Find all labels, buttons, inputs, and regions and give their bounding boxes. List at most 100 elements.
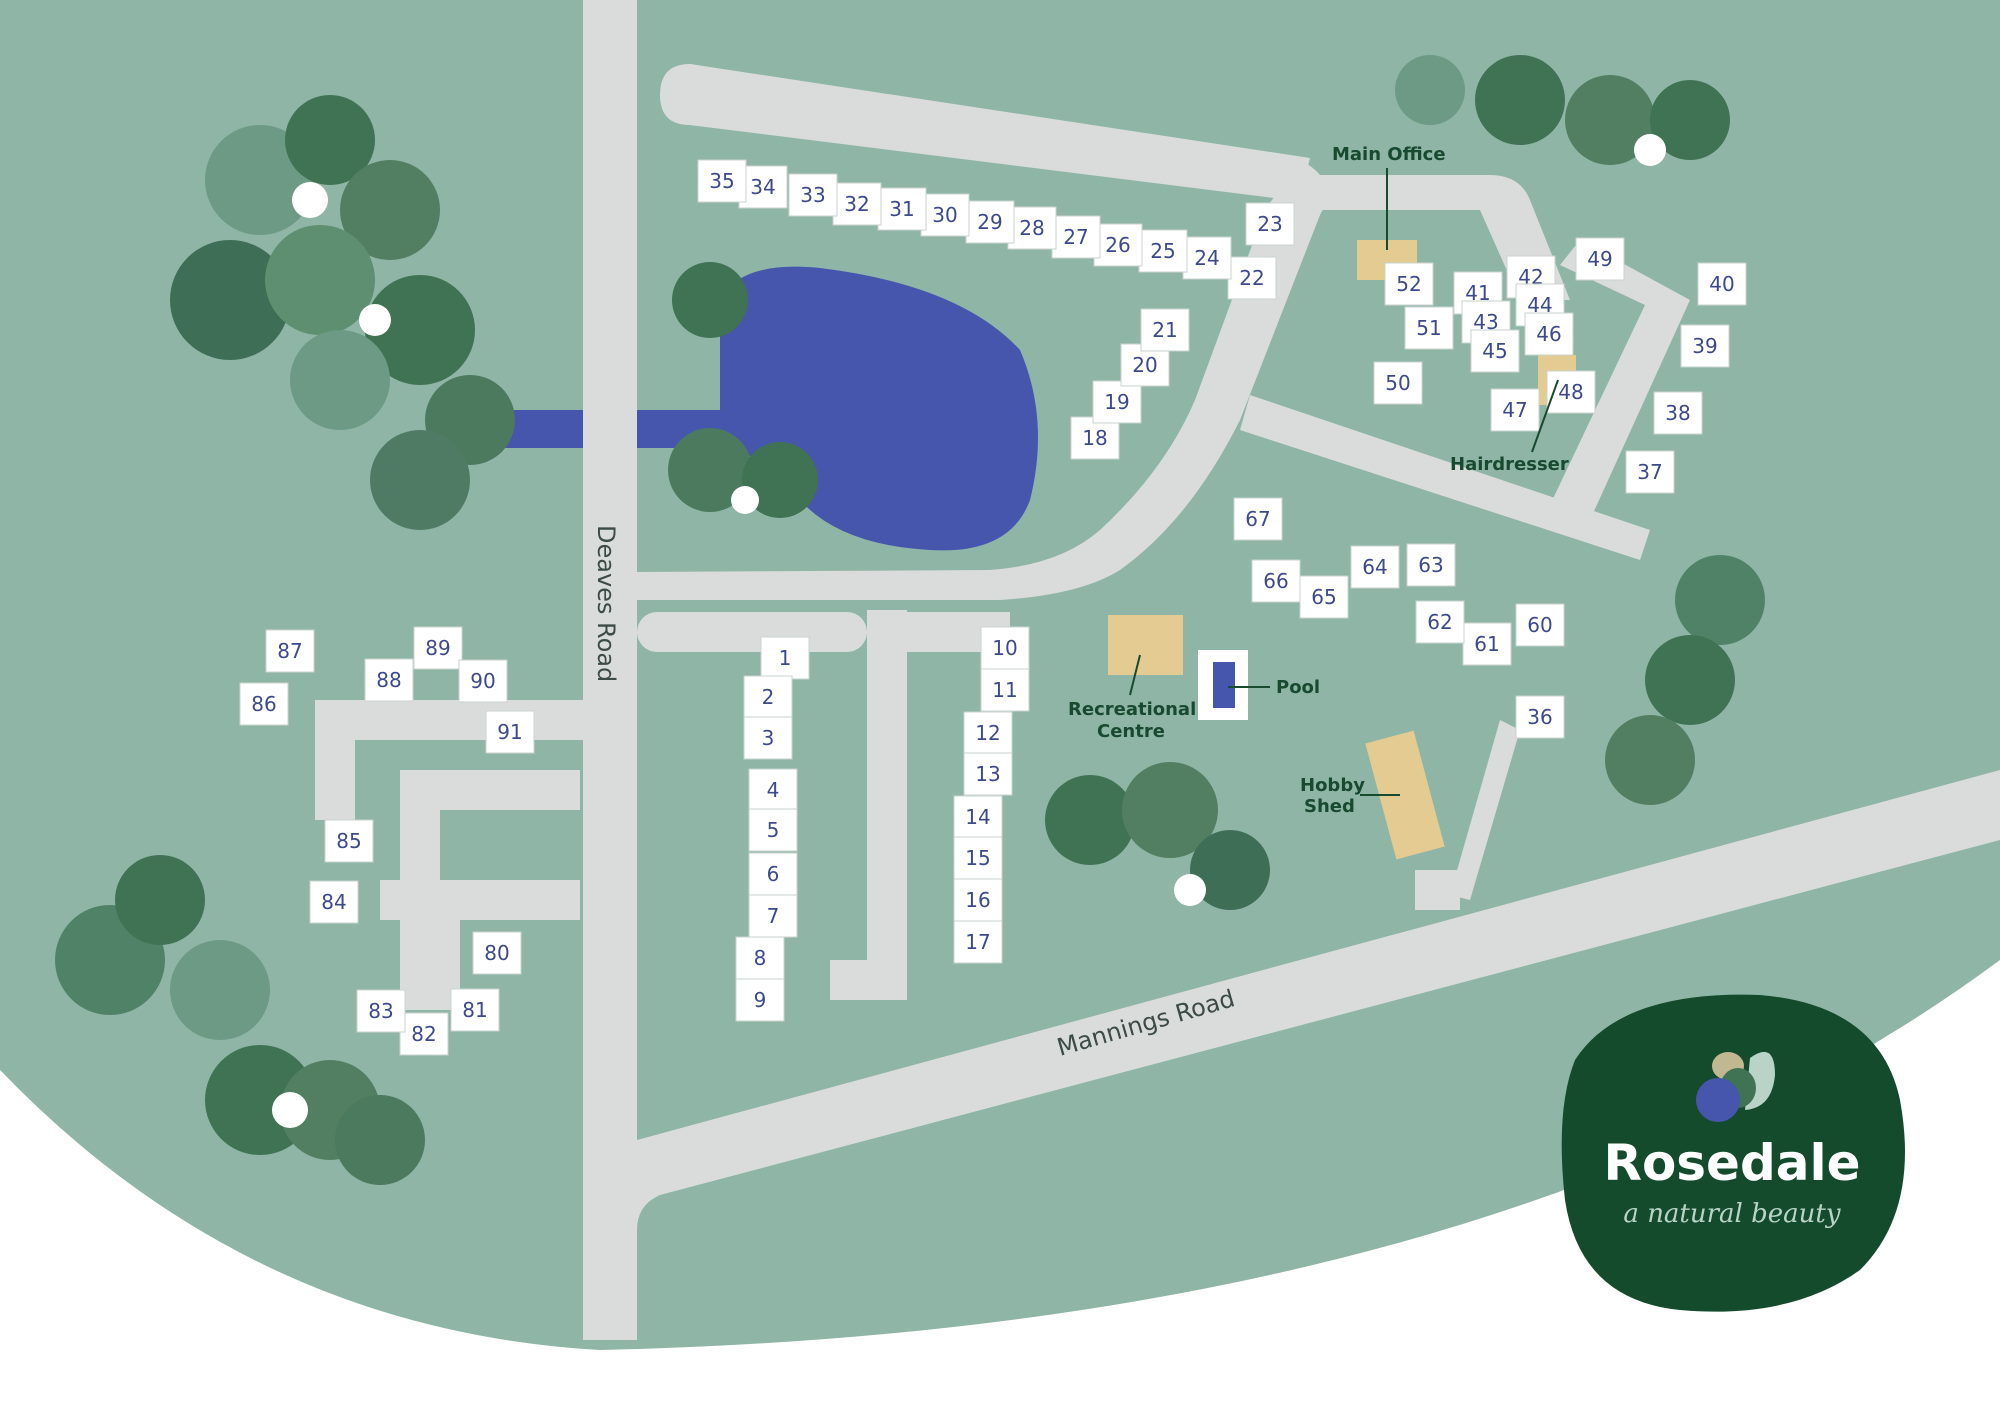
lot-88-building: [364, 658, 414, 702]
lot-15: 15: [953, 836, 1003, 880]
hobby-shed-building: [1365, 730, 1445, 860]
lot-91: 91: [485, 710, 535, 754]
lot-13-building: [963, 752, 1013, 796]
lot-81-number: 81: [462, 998, 487, 1022]
lot-19: 19: [1092, 380, 1142, 424]
lot-9: 9: [735, 978, 785, 1022]
lot-37-number: 37: [1637, 460, 1662, 484]
lot-5-building: [748, 808, 798, 852]
lot-91-number: 91: [497, 720, 522, 744]
lot-80-building: [472, 931, 522, 975]
lot-47-number: 47: [1502, 398, 1527, 422]
lot-60-number: 60: [1527, 613, 1552, 637]
lot-48-number: 48: [1558, 380, 1583, 404]
lot-85-number: 85: [336, 829, 361, 853]
lot-90: 90: [458, 659, 508, 703]
lot-26: 26: [1093, 223, 1143, 267]
main-office-label: Main Office: [1332, 144, 1446, 165]
lot-21: 21: [1140, 308, 1190, 352]
lot-11: 11: [980, 668, 1030, 712]
deaves-road-label: Deaves Road: [592, 525, 620, 682]
lot-36: 36: [1515, 695, 1565, 739]
lot-36-number: 36: [1527, 705, 1552, 729]
hobby-shed-label-1: Hobby: [1300, 775, 1365, 796]
lot-87-building: [265, 629, 315, 673]
lot-2: 2: [743, 675, 793, 719]
lot-60-building: [1515, 603, 1565, 647]
lot-90-building: [458, 659, 508, 703]
lot-47: 47: [1490, 388, 1540, 432]
lot-7: 7: [748, 894, 798, 938]
lot-24: 24: [1182, 236, 1232, 280]
lot-12-building: [963, 711, 1013, 755]
lot-50-building: [1373, 361, 1423, 405]
logo-tagline: a natural beauty: [1623, 1199, 1840, 1229]
lot-15-number: 15: [965, 846, 990, 870]
lot-48-building: [1546, 370, 1596, 414]
lot-18: 18: [1070, 416, 1120, 460]
lot-9-building: [735, 978, 785, 1022]
lot-88: 88: [364, 658, 414, 702]
lot-29-building: [965, 200, 1015, 244]
lot-31-number: 31: [889, 197, 914, 221]
lot-51: 51: [1404, 306, 1454, 350]
lot-89-number: 89: [425, 636, 450, 660]
lot-5-number: 5: [767, 818, 780, 842]
lot-61: 61: [1462, 622, 1512, 666]
lot-39-number: 39: [1692, 334, 1717, 358]
lot-46-building: [1524, 312, 1574, 356]
lot-22: 22: [1227, 256, 1277, 300]
lot-3: 3: [743, 716, 793, 760]
lot-35: 35: [697, 159, 747, 203]
lot-51-number: 51: [1416, 316, 1441, 340]
lot-83-building: [356, 989, 406, 1033]
recreational-centre-label-2: Centre: [1097, 721, 1165, 742]
lot-50: 50: [1373, 361, 1423, 405]
lot-63: 63: [1406, 543, 1456, 587]
lot-21-number: 21: [1152, 318, 1177, 342]
lot-81-building: [450, 988, 500, 1032]
lot-61-building: [1462, 622, 1512, 666]
lot-65-building: [1299, 575, 1349, 619]
lot-62-building: [1415, 600, 1465, 644]
lot-20-number: 20: [1132, 353, 1157, 377]
lot-88-number: 88: [376, 668, 401, 692]
lot-52-number: 52: [1396, 272, 1421, 296]
lot-10: 10: [980, 626, 1030, 670]
lot-50-number: 50: [1385, 371, 1410, 395]
lot-23: 23: [1245, 202, 1295, 246]
roads: [315, 0, 2000, 1340]
lot-45-building: [1470, 329, 1520, 373]
lot-38-building: [1653, 391, 1703, 435]
lot-67: 67: [1233, 497, 1283, 541]
logo-blob: [1561, 994, 1905, 1312]
lot-19-number: 19: [1104, 390, 1129, 414]
lot-66: 66: [1251, 559, 1301, 603]
leaf-icon: [1696, 1051, 1775, 1122]
lot-45-number: 45: [1482, 339, 1507, 363]
tree-clusters: [55, 55, 1765, 1185]
pool-water: [1213, 662, 1235, 708]
lot-18-building: [1070, 416, 1120, 460]
lot-27-building: [1051, 215, 1101, 259]
lot-36-building: [1515, 695, 1565, 739]
lot-90-number: 90: [470, 669, 495, 693]
lot-3-building: [743, 716, 793, 760]
hairdresser-label: Hairdresser: [1450, 454, 1569, 475]
lot-49-building: [1575, 237, 1625, 281]
lot-64: 64: [1350, 545, 1400, 589]
lot-10-building: [980, 626, 1030, 670]
lot-84-building: [309, 880, 359, 924]
lot-85: 85: [324, 819, 374, 863]
lot-26-number: 26: [1105, 233, 1130, 257]
lot-28-number: 28: [1019, 216, 1044, 240]
lot-24-building: [1182, 236, 1232, 280]
lot-17: 17: [953, 920, 1003, 964]
lot-21-building: [1140, 308, 1190, 352]
lot-37: 37: [1625, 450, 1675, 494]
lot-22-building: [1227, 256, 1277, 300]
lot-17-number: 17: [965, 930, 990, 954]
lot-86-number: 86: [251, 692, 276, 716]
lot-66-number: 66: [1263, 569, 1288, 593]
lot-39: 39: [1680, 324, 1730, 368]
